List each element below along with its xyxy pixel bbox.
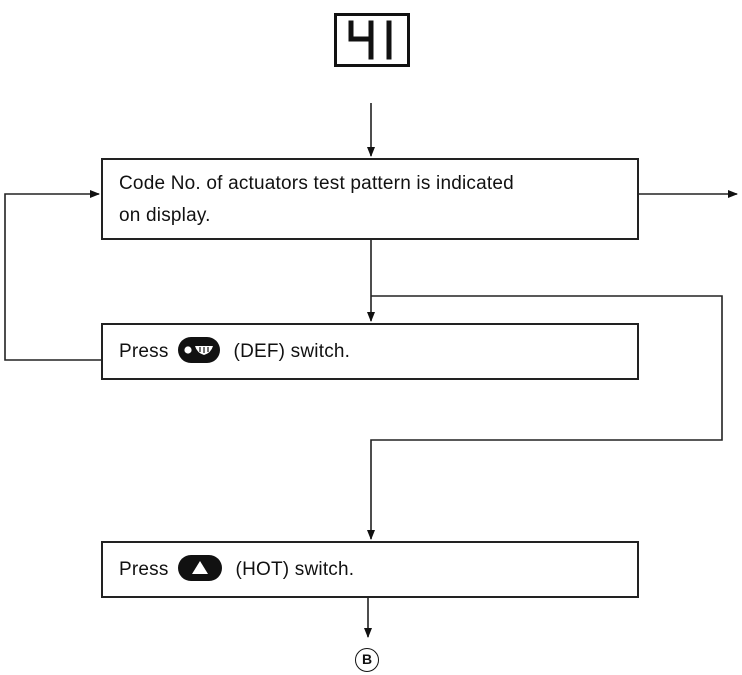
step-press-def: Press (DEF) switch. bbox=[101, 323, 639, 380]
def-switch-icon bbox=[178, 336, 221, 363]
step-code-line1: Code No. of actuators test pattern is in… bbox=[119, 173, 514, 194]
step-press-hot: Press (HOT) switch. bbox=[101, 541, 639, 598]
step-hot-prefix: Press bbox=[119, 559, 169, 580]
seven-segment-digits bbox=[348, 20, 392, 60]
terminal-connector-b: B bbox=[355, 648, 379, 672]
step-def-suffix: (DEF) switch. bbox=[233, 341, 351, 362]
step-def-prefix: Press bbox=[119, 341, 169, 362]
step-hot-suffix: (HOT) switch. bbox=[235, 559, 355, 580]
line-loop-back bbox=[4, 190, 101, 361]
step-code-indicated: Code No. of actuators test pattern is in… bbox=[101, 158, 639, 240]
step-code-line2: on display. bbox=[119, 205, 211, 226]
line-branch-to-hot bbox=[367, 295, 723, 540]
hot-switch-icon bbox=[178, 554, 223, 581]
code-display: 41 bbox=[334, 13, 410, 67]
